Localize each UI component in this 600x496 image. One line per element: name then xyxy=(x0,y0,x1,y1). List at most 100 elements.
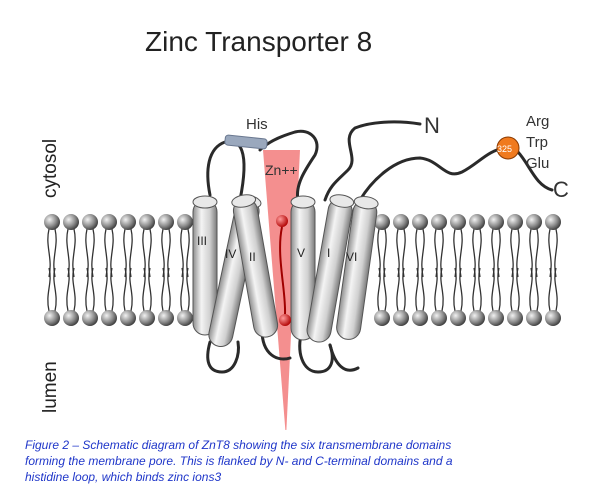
lipid-tail xyxy=(459,267,463,312)
lipid-tail xyxy=(123,267,127,312)
zinc-label: Zn++ xyxy=(265,162,298,178)
caption-line-1: Figure 2 – Schematic diagram of ZnT8 sho… xyxy=(25,438,452,452)
lipid-tail xyxy=(161,267,165,312)
histidine-bar xyxy=(224,134,268,150)
lipid-tail xyxy=(535,267,539,312)
lipid-tail xyxy=(554,267,558,312)
lipid-tail xyxy=(491,267,495,312)
helix-label-i: I xyxy=(327,246,330,260)
lipid-head xyxy=(469,214,485,230)
helix-label-v: V xyxy=(297,246,305,260)
lipid-tail xyxy=(85,267,89,312)
lipid-tail xyxy=(402,267,406,312)
lipid-head xyxy=(412,214,428,230)
cytosol-label: cytosol xyxy=(40,138,61,198)
helix-label-ii: II xyxy=(249,250,256,264)
lipid-tail xyxy=(167,267,171,312)
lipid-tail xyxy=(91,267,95,312)
lipid-tail xyxy=(421,267,425,312)
lipid-tail xyxy=(478,267,482,312)
lipid-head xyxy=(101,214,117,230)
helix-i xyxy=(306,194,355,343)
lipid-tail xyxy=(529,267,533,312)
lipid-tail xyxy=(497,267,501,312)
lipid-tail xyxy=(129,267,133,312)
lipid-head xyxy=(374,310,390,326)
figure-caption: Figure 2 – Schematic diagram of ZnT8 sho… xyxy=(25,437,580,485)
lipid-tail xyxy=(377,267,381,312)
lipid-tail xyxy=(440,267,444,312)
lipid-head xyxy=(120,214,136,230)
lipid-head xyxy=(63,214,79,230)
lipid-head xyxy=(177,214,193,230)
lipid-tail xyxy=(383,267,387,312)
lipid-head xyxy=(488,214,504,230)
znt8-diagram: III IV II V I VI 325 xyxy=(44,120,561,430)
lipid-head xyxy=(101,310,117,326)
lipid-tail xyxy=(72,267,76,312)
lipid-head xyxy=(526,310,542,326)
lipid-head xyxy=(393,214,409,230)
helix-v xyxy=(290,195,316,341)
lipid-head xyxy=(82,310,98,326)
lipid-head xyxy=(158,310,174,326)
helix-vi xyxy=(336,195,379,340)
lipid-head xyxy=(63,310,79,326)
lipid-head xyxy=(44,310,60,326)
residue-glu: Glu xyxy=(526,155,550,172)
c-terminus-label: C xyxy=(553,177,569,202)
lipid-head xyxy=(469,310,485,326)
lipid-tail xyxy=(110,267,114,312)
lipid-tail xyxy=(516,267,520,312)
lipid-head xyxy=(507,310,523,326)
lipid-head xyxy=(431,214,447,230)
lipid-head xyxy=(158,214,174,230)
residue-number: 325 xyxy=(497,144,512,154)
lipid-tail xyxy=(180,267,184,312)
lipid-head xyxy=(507,214,523,230)
lipid-head xyxy=(82,214,98,230)
caption-line-3: histidine loop, which binds zinc ions3 xyxy=(25,470,222,484)
lipid-head xyxy=(450,310,466,326)
lipid-head xyxy=(526,214,542,230)
lipid-head xyxy=(177,310,193,326)
residue-325-marker xyxy=(496,136,520,160)
n-terminus-label: N xyxy=(424,113,440,138)
lipid-tail xyxy=(434,267,438,312)
diagram-title: Zinc Transporter 8 xyxy=(145,26,373,57)
lumen-label: lumen xyxy=(40,361,61,413)
his-label: His xyxy=(246,116,268,133)
lipid-head xyxy=(545,310,561,326)
lipid-head xyxy=(139,214,155,230)
lipid-tail xyxy=(396,267,400,312)
lipid-head xyxy=(450,214,466,230)
lipid-tail xyxy=(510,267,514,312)
lipid-tail xyxy=(186,267,190,312)
lipid-tail xyxy=(148,267,152,312)
lipid-head xyxy=(120,310,136,326)
zinc-ion-upper xyxy=(276,215,288,227)
residue-trp: Trp xyxy=(526,134,548,151)
lipid-head xyxy=(488,310,504,326)
helix-label-vi: VI xyxy=(346,250,357,264)
lipid-tail xyxy=(53,267,57,312)
lipid-bilayer xyxy=(44,214,561,326)
residue-arg: Arg xyxy=(526,113,550,130)
lipid-head xyxy=(374,214,390,230)
helix-iii xyxy=(192,195,218,336)
lipid-head xyxy=(393,310,409,326)
lipid-tail xyxy=(415,267,419,312)
lipid-head xyxy=(431,310,447,326)
lipid-head xyxy=(139,310,155,326)
caption-line-2: forming the membrane pore. This is flank… xyxy=(25,454,453,468)
lipid-head xyxy=(412,310,428,326)
helix-label-iii: III xyxy=(197,234,207,248)
zinc-ion-lower xyxy=(279,314,291,326)
lipid-head xyxy=(545,214,561,230)
lipid-tail xyxy=(47,267,51,312)
lipid-tail xyxy=(453,267,457,312)
lipid-tail xyxy=(104,267,108,312)
lipid-tail xyxy=(472,267,476,312)
helix-ii xyxy=(231,194,279,338)
lipid-tail xyxy=(548,267,552,312)
